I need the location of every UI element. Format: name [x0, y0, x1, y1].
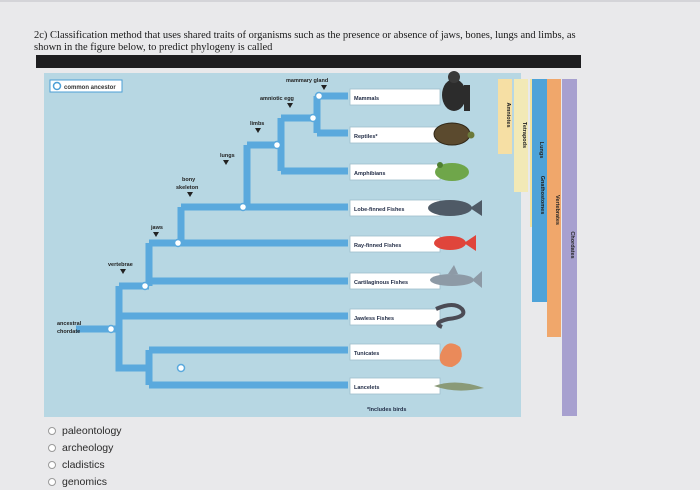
group-label-lungs: Lungs: [538, 142, 544, 159]
trait-bony-1: bony: [182, 177, 196, 183]
turtle-icon: [433, 122, 475, 146]
figure-header-bar: [36, 55, 581, 68]
trait-arrows: [120, 85, 327, 274]
option-label: paleontology: [62, 424, 122, 437]
option-label: cladistics: [62, 458, 105, 471]
coelacanth-icon: [428, 200, 482, 216]
trait-jaws: jaws: [150, 225, 163, 231]
lancelet-icon: [434, 382, 484, 391]
option-cladistics[interactable]: cladistics: [48, 456, 122, 473]
option-label: archeology: [62, 441, 114, 454]
trait-bony-2: skeleton: [176, 185, 199, 191]
answer-options: paleontology archeology cladistics genom…: [48, 422, 122, 490]
question-text: 2c) Classification method that uses shar…: [34, 30, 576, 53]
taxon-mammals: Mammals: [354, 96, 379, 102]
legend-label: common ancestor: [64, 85, 116, 91]
node-tetrapods: [308, 113, 318, 123]
option-archeology[interactable]: archeology: [48, 439, 122, 456]
red-fish-icon: [434, 235, 476, 251]
taxon-cartilaginous: Cartilaginous Fishes: [354, 280, 408, 286]
taxon-box-mammals: [349, 88, 441, 106]
node-sarcopterygii: [272, 140, 282, 150]
group-bar-gnathostomes: [532, 79, 547, 302]
legend-box: [49, 79, 123, 93]
group-label-vertebrates: Vertebrates: [554, 195, 560, 225]
taxon-reptiles: Reptiles*: [354, 134, 378, 140]
radio-button[interactable]: [48, 477, 56, 486]
frog-icon: [435, 162, 469, 181]
trait-ancestral-1: ancestral: [57, 321, 82, 327]
trait-ancestral-2: chordate: [57, 329, 80, 335]
taxon-amphibians: Amphibians: [354, 171, 385, 177]
group-label-chordates: Chordates: [569, 231, 575, 258]
node-vertebrates: [140, 281, 150, 291]
node-urochordata: [176, 363, 186, 373]
top-divider: [0, 0, 700, 2]
taxon-jawless: Jawless Fishes: [354, 316, 394, 322]
cladogram-nodes: [106, 91, 324, 373]
trait-limbs: limbs: [250, 121, 264, 127]
radio-button[interactable]: [48, 460, 56, 469]
legend-node-icon: [52, 81, 62, 91]
node-ancestral: [106, 324, 116, 334]
radio-button[interactable]: [48, 443, 56, 452]
node-gnathostomes: [173, 238, 183, 248]
gorilla-icon: [442, 71, 470, 111]
group-bar-tetrapods: [514, 79, 528, 192]
trait-mammary-gland: mammary gland: [286, 78, 328, 84]
group-bar-vertebrates: [547, 79, 561, 337]
trait-amniotic-egg: amniotic egg: [260, 96, 294, 102]
option-genomics[interactable]: genomics: [48, 473, 122, 490]
option-label: genomics: [62, 475, 107, 488]
trait-vertebrae: vertebrae: [108, 262, 133, 268]
taxa-boxes: [349, 88, 441, 395]
trait-lungs: lungs: [220, 153, 235, 159]
shark-icon: [430, 265, 482, 288]
group-bar-amniotes: [498, 79, 512, 154]
group-label-gnathostomes: Gnathostomes: [539, 176, 545, 215]
node-amniotes: [314, 91, 324, 101]
taxon-lancelets: Lancelets: [354, 385, 379, 391]
radio-button[interactable]: [48, 426, 56, 435]
option-paleontology[interactable]: paleontology: [48, 422, 122, 439]
group-label-tetrapods: Tetrapods: [521, 122, 527, 148]
group-label-amniotes: Amniotes: [505, 102, 511, 127]
phylogeny-figure: common ancestor Amniotes Tetrapods Lungs…: [36, 55, 581, 417]
taxon-rayfinned: Ray-finned Fishes: [354, 243, 401, 249]
lamprey-icon: [435, 303, 466, 329]
taxon-box-jawless: [349, 308, 441, 326]
tunicate-icon: [439, 343, 462, 367]
branch-root-down: [115, 329, 149, 372]
taxon-box-tunicates: [349, 343, 441, 361]
group-bar-chordates: [562, 79, 577, 416]
node-osteichthyes: [238, 202, 248, 212]
taxon-lobefinned: Lobe-finned Fishes: [354, 207, 404, 213]
taxon-tunicates: Tunicates: [354, 351, 379, 357]
footnote-text: *Includes birds: [367, 407, 406, 413]
